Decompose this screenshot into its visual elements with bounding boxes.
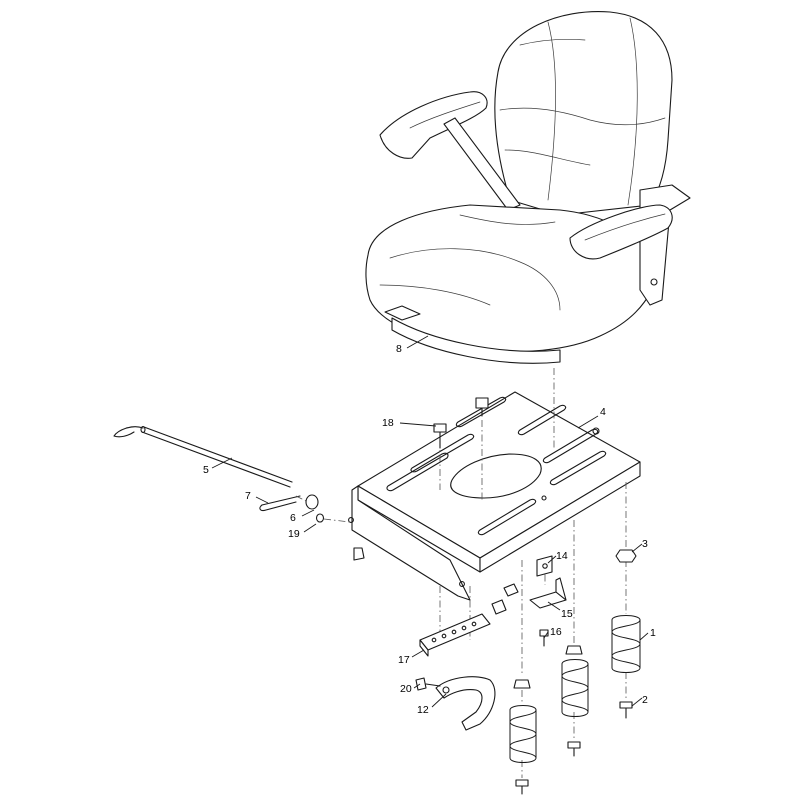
slide-plate-17: [419, 613, 491, 657]
callout-5: 5: [203, 464, 209, 476]
callout-20: 20: [400, 683, 412, 695]
callout-16: 16: [550, 626, 562, 638]
bolt-18: [433, 397, 489, 449]
lock-nuts: [353, 547, 637, 615]
callout-14: 14: [556, 550, 568, 562]
handle-12: [435, 676, 496, 731]
callout-17: 17: [398, 654, 410, 666]
seat-pan: [348, 391, 641, 601]
adjuster-rod: [113, 425, 293, 488]
bushing: [305, 494, 351, 523]
clip-nut-14: [536, 555, 553, 577]
bracket-15: [529, 577, 567, 609]
callout-8: 8: [396, 343, 402, 355]
seat: [365, 10, 691, 364]
spring-rear-left: [561, 645, 589, 717]
spring-rear-right: [611, 615, 641, 673]
callout-3: 3: [642, 538, 648, 550]
callout-1: 1: [650, 627, 656, 639]
callout-18: 18: [382, 417, 394, 429]
spring-front-left: [509, 679, 537, 763]
callout-12: 12: [417, 704, 429, 716]
callout-4: 4: [600, 406, 606, 418]
pin-20: [415, 677, 441, 691]
leader-lines: [211, 335, 649, 708]
callout-7: 7: [245, 490, 251, 502]
callout-19: 19: [288, 528, 300, 540]
shoulder-bolts: [515, 701, 633, 795]
callout-6: 6: [290, 512, 296, 524]
callout-15: 15: [561, 608, 573, 620]
callout-2: 2: [642, 694, 648, 706]
callout-labels: 8 4 18 5 7 6 19 3 14 15 16 1 17 20 2 12: [203, 343, 656, 716]
